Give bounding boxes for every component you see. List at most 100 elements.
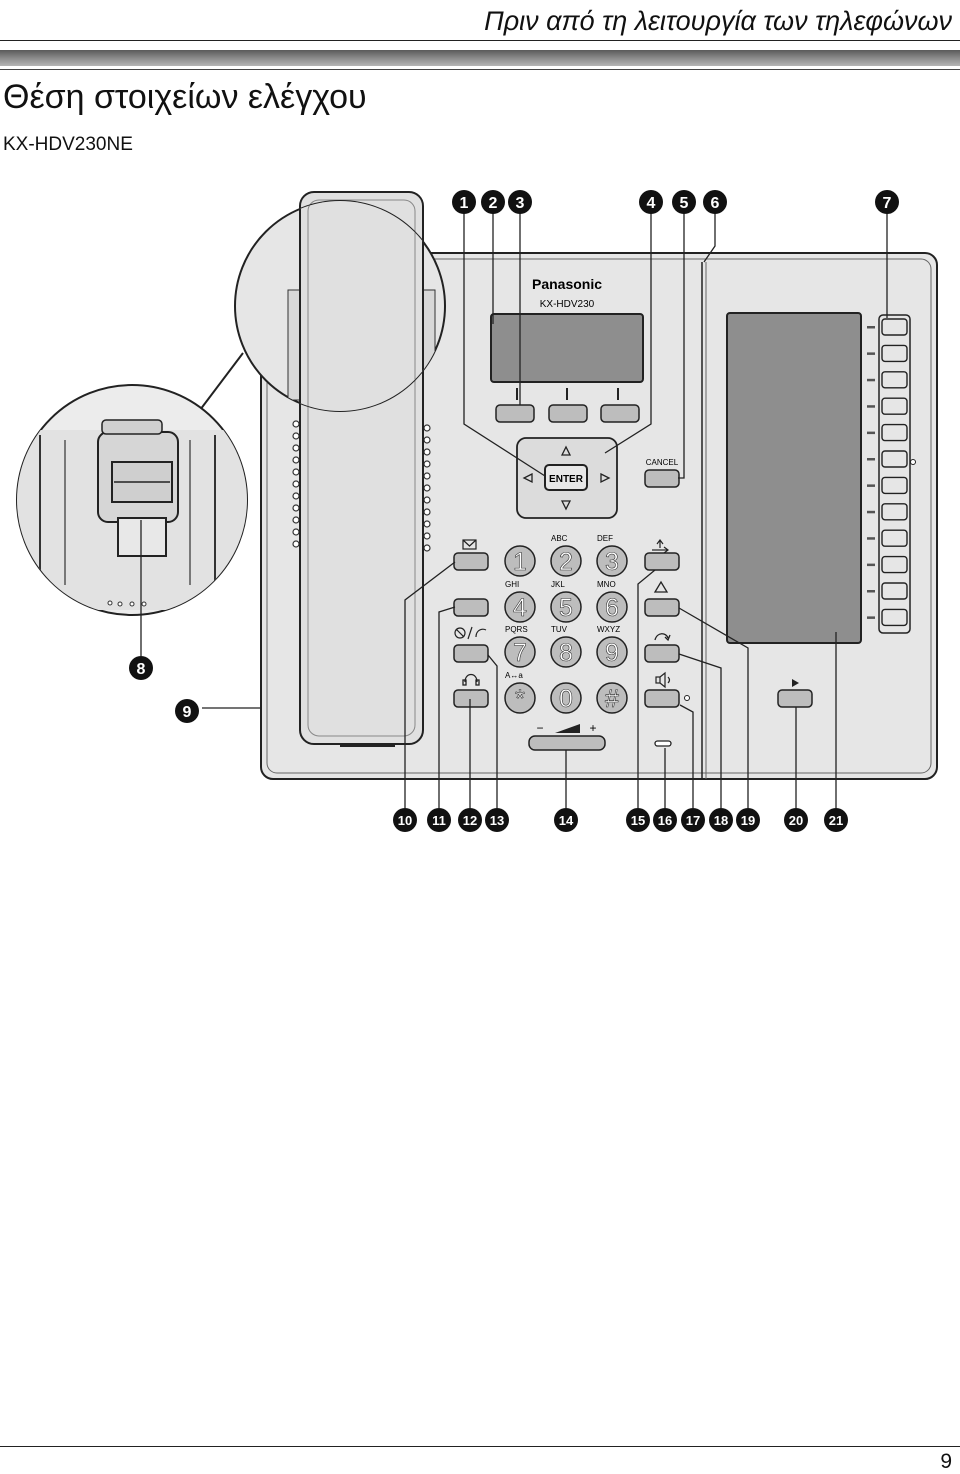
callout-1 (452, 190, 476, 214)
key-letters: MNO (597, 580, 616, 589)
dss-key[interactable] (881, 344, 908, 363)
lcd-display (490, 313, 644, 383)
key-3[interactable] (596, 545, 628, 577)
callout-number: 16 (658, 813, 672, 828)
header-rule (0, 40, 960, 41)
key-letters: GHI (505, 580, 519, 589)
key-digit: 5 (559, 594, 573, 622)
callout-number: 8 (137, 661, 146, 678)
key-digit: * (515, 685, 525, 713)
callout-number: 20 (789, 813, 803, 828)
key-1[interactable] (504, 545, 536, 577)
hold-icon (653, 580, 669, 593)
dss-led (867, 326, 875, 329)
callout-20 (784, 808, 808, 832)
dss-key-panel (878, 314, 911, 634)
transfer-button[interactable] (644, 552, 680, 571)
play-button[interactable] (777, 689, 813, 708)
volume-minus-label: − (536, 721, 543, 735)
dss-key[interactable] (881, 582, 908, 600)
redial-icon (654, 633, 671, 642)
callout-19 (736, 808, 760, 832)
redial-button[interactable] (644, 644, 680, 663)
callout-leaders (140, 213, 888, 808)
key-hash[interactable] (596, 682, 628, 714)
callout-17 (681, 808, 705, 832)
dss-key[interactable] (881, 318, 908, 336)
headset-icon (462, 673, 480, 686)
key-9[interactable] (596, 636, 628, 668)
key-letters: DEF (597, 534, 613, 543)
soft-key-2[interactable] (548, 404, 588, 423)
soft-key-3[interactable] (600, 404, 640, 423)
callout-number: 19 (741, 813, 755, 828)
message-button[interactable] (453, 552, 489, 571)
key-4[interactable] (504, 591, 536, 623)
dss-key[interactable] (881, 397, 908, 415)
key-digit: 3 (605, 548, 619, 576)
callout-7 (875, 190, 899, 214)
callout-number: 12 (463, 813, 477, 828)
key-6[interactable] (596, 591, 628, 623)
key-letters: A↔a (505, 671, 523, 680)
volume-key[interactable] (528, 735, 606, 751)
dss-led (867, 431, 875, 435)
callout-number: 7 (883, 195, 892, 212)
dss-key[interactable] (881, 450, 908, 468)
mute-icon (454, 626, 487, 640)
speaker-icon (655, 671, 671, 689)
speakerphone-button[interactable] (644, 689, 680, 708)
key-2[interactable] (550, 545, 582, 577)
dss-key[interactable] (881, 608, 908, 627)
dss-key[interactable] (881, 476, 908, 495)
key-digit: 4 (513, 594, 527, 622)
headset-button[interactable] (453, 689, 489, 708)
callout-18 (709, 808, 733, 832)
soft-key-1[interactable] (495, 404, 535, 423)
header-band (0, 50, 960, 66)
enter-button[interactable] (544, 464, 588, 491)
microphone (654, 740, 672, 747)
header-rule-lower (0, 69, 960, 70)
callout-number: 14 (559, 813, 574, 828)
key-7[interactable] (504, 636, 536, 668)
cancel-button[interactable] (644, 469, 680, 488)
dss-key[interactable] (881, 555, 908, 574)
key-8[interactable] (550, 636, 582, 668)
hold-button[interactable] (644, 598, 680, 617)
key-letters: WXYZ (597, 625, 620, 634)
key-star[interactable] (504, 682, 536, 714)
callout-number: 9 (183, 704, 192, 721)
callout-13 (485, 808, 509, 832)
message-icon (462, 539, 477, 550)
callout-15 (626, 808, 650, 832)
mute-button[interactable] (453, 644, 489, 663)
enter-label: ENTER (549, 474, 584, 485)
key-5[interactable] (550, 591, 582, 623)
nav-arrows-icon (522, 445, 611, 511)
conference-button[interactable] (453, 598, 489, 617)
key-letters: JKL (551, 580, 565, 589)
callout-number: 17 (686, 813, 700, 828)
dss-key[interactable] (881, 371, 908, 389)
dss-led (867, 510, 875, 514)
callout-number: 2 (489, 195, 498, 212)
model-print: KX-HDV230 (540, 299, 595, 310)
dss-led (867, 352, 875, 355)
dss-led (867, 590, 875, 593)
dss-led (867, 537, 875, 540)
key-digit: 9 (605, 639, 619, 667)
dss-key[interactable] (881, 423, 908, 442)
dss-key[interactable] (881, 529, 908, 547)
footer-rule (0, 1446, 960, 1447)
callout-14 (554, 808, 578, 832)
key-digit: 0 (559, 685, 573, 713)
callout-16 (653, 808, 677, 832)
dss-key[interactable] (881, 503, 908, 521)
callout-number: 4 (647, 195, 656, 212)
callout-number: 11 (432, 813, 446, 828)
brand-logo: Panasonic (532, 276, 602, 292)
key-0[interactable] (550, 682, 582, 714)
